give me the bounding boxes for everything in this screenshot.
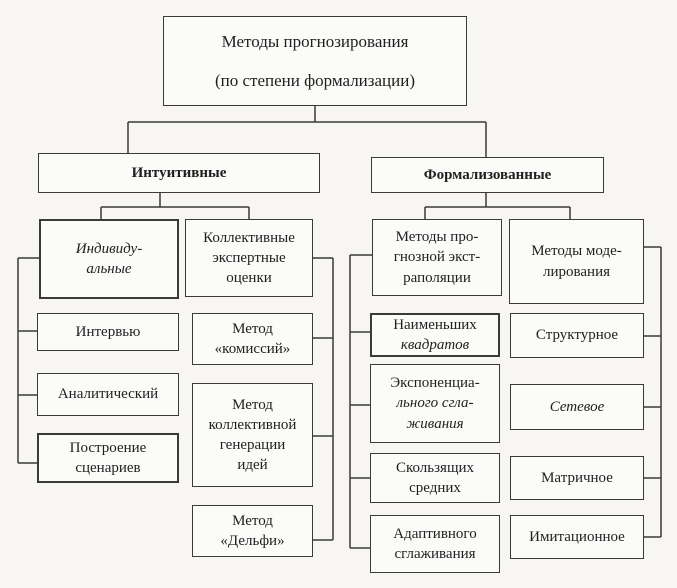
individual-item: Аналитический (37, 373, 179, 416)
modeling-item: Имитационное (510, 515, 644, 559)
modeling-item: Структурное (510, 313, 644, 358)
extrapolation-box: Методы про- гнозной экст- раполяции (372, 219, 502, 296)
collective-item: Метод коллективной генерации идей (192, 383, 313, 487)
formalized-label: Формализованные (423, 166, 552, 183)
extrapolation-label: Методы про- гнозной экст- раполяции (393, 229, 481, 286)
formalized-box: Формализованные (371, 157, 604, 193)
individual-label: Индивиду- альные (75, 240, 143, 277)
individual-item: Построение сценариев (37, 433, 179, 483)
diagram-subtitle: (по степени формализации) (214, 71, 415, 90)
modeling-item: Сетевое (510, 384, 644, 430)
modeling-item: Матричное (510, 456, 644, 500)
individual-item: Интервью (37, 313, 179, 351)
intuitive-label: Интуитивные (131, 164, 227, 181)
extrapolation-item: Наименьших квадратов (370, 313, 500, 357)
collective-box: Коллективные экспертные оценки (185, 219, 313, 297)
individual-box: Индивиду- альные (39, 219, 179, 299)
diagram-title: Методы прогнозирования (221, 31, 409, 51)
extrapolation-item: Адаптивного сглаживания (370, 515, 500, 573)
collective-item: Метод «комиссий» (192, 313, 313, 365)
modeling-label: Методы моде- лирования (531, 243, 622, 280)
modeling-box: Методы моде- лирования (509, 219, 644, 304)
extrapolation-item: Скользящих средних (370, 453, 500, 503)
root-box: Методы прогнозирования (по степени форма… (163, 16, 467, 106)
extrapolation-item: Экспоненциа- льного сгла- живания (370, 364, 500, 443)
intuitive-box: Интуитивные (38, 153, 320, 193)
collective-label: Коллективные экспертные оценки (203, 229, 295, 287)
collective-item: Метод «Дельфи» (192, 505, 313, 557)
